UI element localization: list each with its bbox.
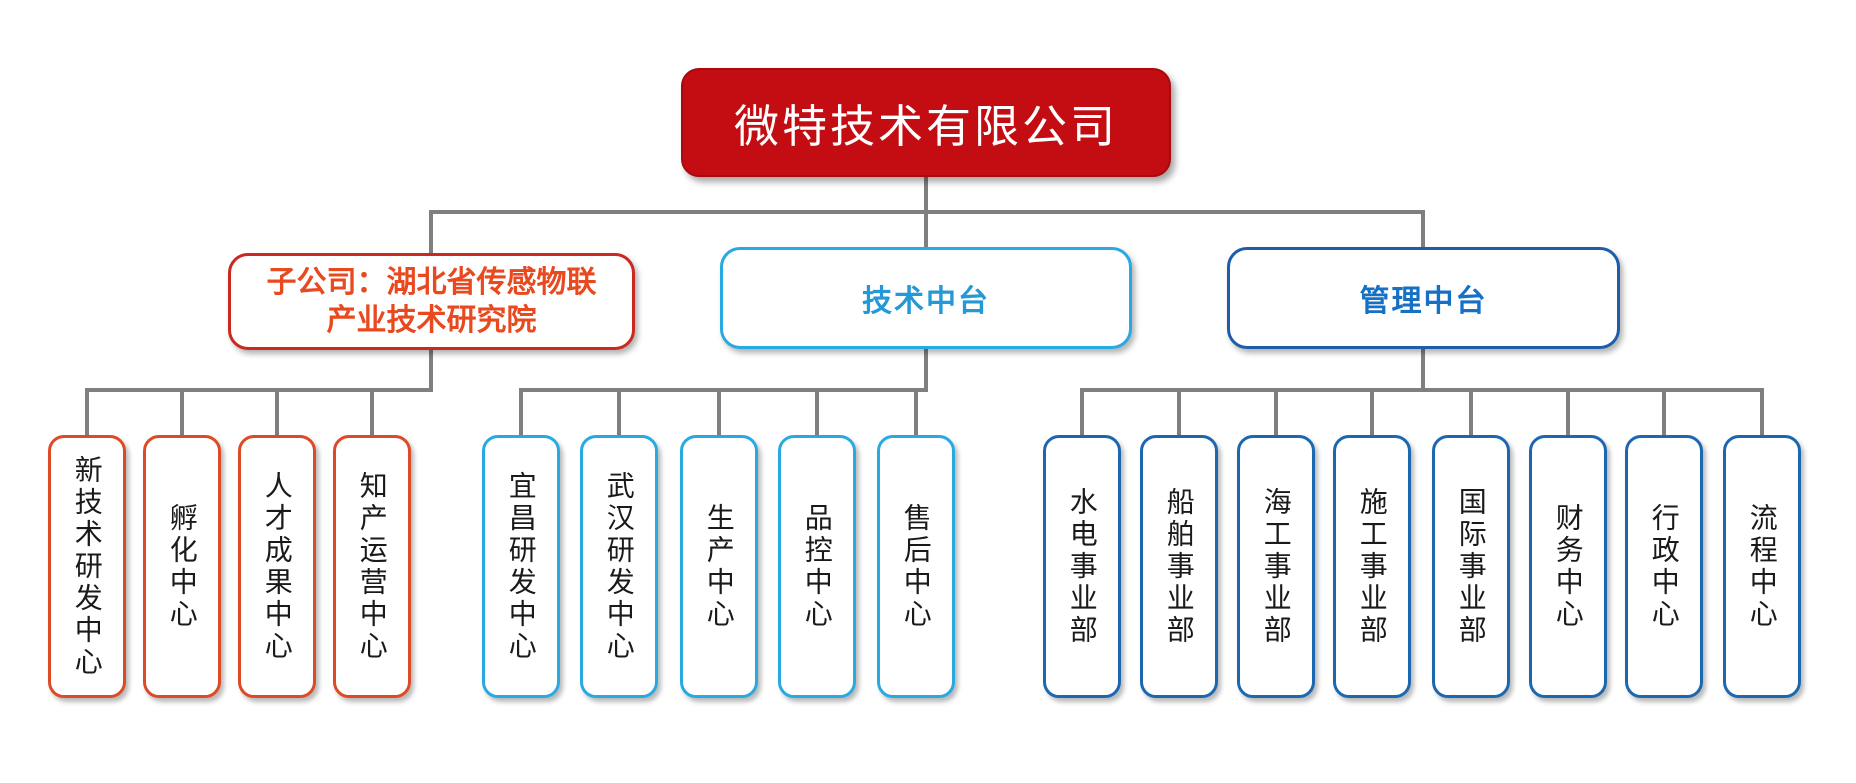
org-node-quality-control-center: 品控中心 — [778, 435, 856, 698]
connector-line — [180, 390, 184, 436]
connector-line — [1662, 390, 1666, 436]
connector-line — [1370, 390, 1374, 436]
org-node-finance-center: 财务中心 — [1529, 435, 1607, 698]
org-node-process-center: 流程中心 — [1723, 435, 1801, 698]
org-node-talent-achievement-center: 人才成果中心 — [238, 435, 316, 698]
connector-line — [815, 390, 819, 436]
org-node-new-tech-rd-center: 新技术研发中心 — [48, 435, 126, 698]
connector-line — [429, 212, 433, 254]
connector-line — [85, 390, 89, 436]
connector-line — [275, 390, 279, 436]
org-node-management-platform-label: 管理中台 — [1359, 285, 1488, 318]
org-node-hydropower-division: 水电事业部 — [1043, 435, 1121, 698]
connector-line — [370, 390, 374, 436]
connector-line — [1421, 212, 1425, 249]
org-node-tech-platform: 技术中台 — [720, 247, 1132, 349]
org-node-subsidiary-label-line2: 产业技术研究院 — [326, 303, 537, 337]
org-node-shipbuilding-division: 船舶事业部 — [1140, 435, 1218, 698]
org-node-yichang-rd-center: 宜昌研发中心 — [482, 435, 560, 698]
connector-line — [924, 348, 928, 392]
org-node-production-center: 生产中心 — [680, 435, 758, 698]
connector-line — [914, 390, 918, 436]
connector-line — [1760, 390, 1764, 436]
org-node-after-sales-center: 售后中心 — [877, 435, 955, 698]
connector-line — [1080, 390, 1084, 436]
connector-line — [519, 390, 523, 436]
connector-line — [85, 388, 433, 392]
connector-line — [519, 388, 928, 392]
org-node-subsidiary: 子公司：湖北省传感物联 产业技术研究院 — [228, 253, 635, 350]
connector-line — [1274, 390, 1278, 436]
org-node-subsidiary-label-line1: 子公司：湖北省传感物联 — [266, 266, 597, 299]
connector-line — [429, 210, 1425, 214]
connector-line — [617, 390, 621, 436]
connector-line — [1080, 388, 1764, 392]
connector-line — [429, 349, 433, 392]
org-node-international-division: 国际事业部 — [1432, 435, 1510, 698]
connector-line — [1421, 348, 1425, 392]
connector-line — [1177, 390, 1181, 436]
connector-line — [1566, 390, 1570, 436]
org-node-marine-engineering-division: 海工事业部 — [1237, 435, 1315, 698]
org-node-ip-operation-center: 知产运营中心 — [333, 435, 411, 698]
org-node-wuhan-rd-center: 武汉研发中心 — [580, 435, 658, 698]
org-node-construction-division: 施工事业部 — [1333, 435, 1411, 698]
org-node-management-platform: 管理中台 — [1227, 247, 1620, 349]
connector-line — [717, 390, 721, 436]
connector-line — [1469, 390, 1473, 436]
org-node-root: 微特技术有限公司 — [681, 68, 1171, 177]
org-node-root-label: 微特技术有限公司 — [733, 101, 1118, 152]
org-node-incubation-center: 孵化中心 — [143, 435, 221, 698]
org-node-administration-center: 行政中心 — [1625, 435, 1703, 698]
org-node-tech-platform-label: 技术中台 — [862, 285, 990, 318]
